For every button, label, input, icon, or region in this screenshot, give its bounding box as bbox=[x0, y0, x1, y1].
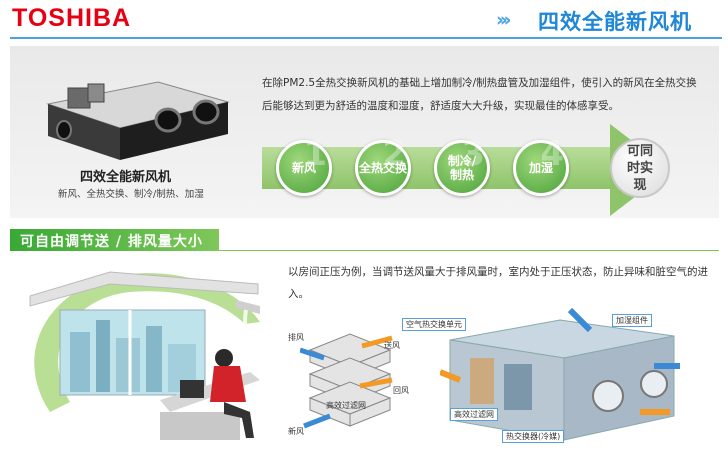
result-circle: 可同时实现 bbox=[610, 138, 670, 198]
chevron-icon: ››› bbox=[496, 9, 511, 31]
intro-description: 在除PM2.5全热交换新风机的基础上增加制冷/制热盘管及加湿组件，使引入的新风在… bbox=[262, 77, 697, 112]
label-filter: 高效过滤网 bbox=[326, 401, 366, 410]
label-fresh: 新风 bbox=[288, 427, 304, 436]
section-description: 以房间正压为例，当调节送风量大于排风量时，室内处于正压状态，防止异味和脏空气的进… bbox=[288, 266, 708, 300]
section-bar bbox=[10, 229, 219, 251]
label-exhaust: 排风 bbox=[288, 333, 304, 342]
product-image bbox=[46, 81, 230, 160]
header-divider bbox=[10, 37, 722, 39]
label-supply: 送风 bbox=[384, 341, 400, 350]
label-filter-2: 高效过滤网 bbox=[450, 408, 498, 421]
heat-exchanger-stack bbox=[300, 333, 393, 429]
section-title: 可自由调节送 / 排风量大小 bbox=[20, 234, 203, 250]
label-return: 回风 bbox=[393, 386, 409, 395]
room-illustration bbox=[29, 271, 261, 440]
label-coil: 热交换器(冷媒) bbox=[502, 430, 565, 443]
brand-logo: TOSHIBA bbox=[12, 4, 132, 32]
label-heat-exchange-unit: 空气热交换单元 bbox=[402, 318, 466, 331]
product-features: 新风、全热交换、制冷/制热、加湿 bbox=[58, 189, 204, 200]
label-humidifier: 加湿组件 bbox=[612, 314, 652, 327]
page-title: 四效全能新风机 bbox=[538, 10, 692, 34]
product-name: 四效全能新风机 bbox=[80, 170, 172, 185]
section-divider bbox=[219, 250, 719, 251]
